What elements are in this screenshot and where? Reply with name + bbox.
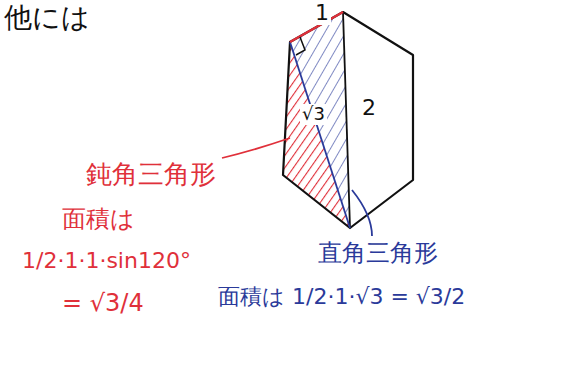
leader-line	[352, 190, 372, 236]
annotation-label: = √3/4	[62, 290, 144, 318]
annotation-label: 他には	[4, 2, 90, 34]
annotation-label: 2	[360, 95, 378, 120]
right-angle-mark	[296, 37, 305, 55]
annotation-label: 1/2·1·1·sin120°	[22, 248, 191, 273]
long-diagonal	[343, 12, 350, 228]
annotation-label: 1	[313, 0, 331, 25]
annotation-label: 直角三角形	[318, 240, 438, 268]
annotation-label: 面積は	[62, 206, 135, 234]
leader-line	[222, 138, 290, 158]
short-diagonal	[290, 42, 350, 228]
annotation-label: 面積は 1/2·1·√3 = √3/2	[218, 284, 465, 309]
annotation-label: 鈍角三角形	[86, 160, 216, 190]
annotation-label: √3	[300, 104, 327, 125]
hexagon-outline	[283, 12, 413, 228]
